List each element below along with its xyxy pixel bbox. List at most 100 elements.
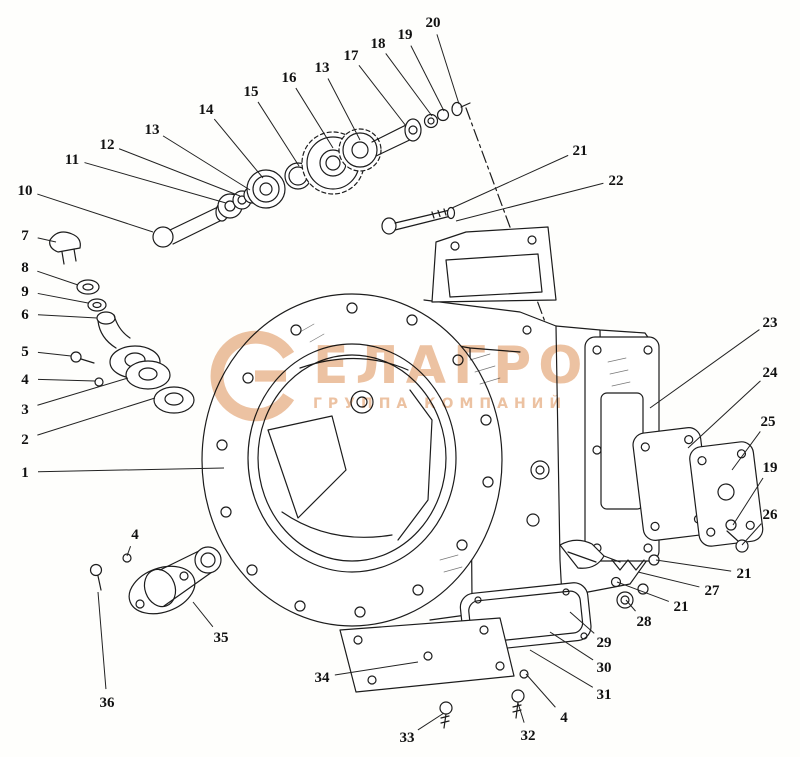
callout-leader-30-part-21 [616,581,670,602]
callout-label-20-part-1: 1 [21,465,29,481]
callout-leader-5-part-16 [295,87,334,149]
callout-label-41-part-4: 4 [131,527,139,543]
callout-label-10-part-11: 11 [65,152,79,168]
callout-leader-40-part-35 [192,601,214,628]
callout-label-0-part-20: 20 [426,15,441,31]
callout-leader-34-part-31 [529,649,594,688]
callout-leader-38-part-34 [334,661,419,676]
shading-hatches [299,323,631,573]
callout-leader-37-part-33 [417,712,445,731]
callout-label-28-part-21: 21 [737,566,752,582]
callout-label-34-part-31: 31 [597,687,612,703]
callout-leader-9-part-12 [118,148,241,197]
callout-label-30-part-21: 21 [674,599,689,615]
callout-leader-11-part-10 [37,193,154,233]
callout-label-24-part-24: 24 [763,365,779,381]
washer-19-right [725,519,737,531]
callout-label-21-part-21: 21 [573,143,588,159]
side-cover-25 [689,441,764,547]
callout-leader-27-part-26 [741,523,762,546]
callout-label-37-part-33: 33 [400,730,415,746]
callout-label-12-part-7: 7 [21,228,29,244]
callout-leader-3-part-17 [358,64,407,127]
bolt-32 [511,689,525,719]
callout-label-5-part-16: 16 [282,70,298,86]
callout-leader-33-part-30 [549,631,594,661]
callout-label-4-part-13: 13 [315,60,330,76]
washer-18 [423,113,439,129]
callout-label-8-part-13: 13 [145,122,160,138]
pin-4-left [122,553,132,563]
callout-label-39-part-36: 36 [100,695,116,711]
callout-leader-15-part-6 [37,314,98,319]
callout-label-3-part-17: 17 [344,48,360,64]
bolt-21-long [381,206,456,235]
bolt-5 [70,351,95,364]
callout-leader-10-part-11 [84,162,227,204]
bolt-20 [451,101,471,117]
callout-label-26-part-19: 19 [763,460,778,476]
callout-label-6-part-15: 15 [244,84,259,100]
bolt-33 [439,701,453,729]
callout-label-40-part-35: 35 [214,630,229,646]
filler-tube-6 [96,311,161,379]
callout-leader-21-part-21 [451,154,569,209]
callout-label-15-part-6: 6 [21,307,29,323]
callout-label-35-part-4: 4 [560,710,568,726]
callout-leader-36-part-32 [517,702,525,723]
axis-line [465,107,549,331]
callout-leader-35-part-4 [525,673,556,708]
callout-leader-31-part-28 [625,599,636,612]
spring-27 [611,559,645,571]
callout-label-29-part-27: 27 [705,583,721,599]
callout-leader-14-part-9 [37,292,89,304]
callout-leader-4-part-13 [327,78,361,141]
callout-leader-19-part-2 [37,397,156,436]
callout-leader-23-part-23 [649,329,760,409]
bottom-plate-34 [339,617,515,693]
callout-label-19-part-2: 2 [21,432,29,448]
bolt-36 [89,563,103,591]
callout-leader-12-part-7 [37,237,57,243]
washer-8 [76,279,100,295]
callout-leader-16-part-5 [37,351,72,357]
callout-leader-18-part-3 [37,377,129,406]
callout-leader-25-part-25 [731,431,761,471]
callout-leader-13-part-8 [37,270,79,286]
shaft-assembly [152,101,471,248]
callout-label-22-part-22: 22 [609,173,624,189]
callout-leader-41-part-4 [126,546,132,557]
callout-label-16-part-5: 5 [21,344,29,360]
callout-leader-29-part-27 [637,571,700,588]
callout-leader-22-part-22 [455,182,604,222]
breather-cap-7 [49,231,81,265]
callout-label-14-part-9: 9 [21,284,29,300]
callout-label-9-part-12: 12 [100,137,115,153]
callout-leader-6-part-15 [257,101,300,167]
callout-label-7-part-14: 14 [199,102,215,118]
callout-leader-26-part-19 [732,477,764,526]
stud-4-left [94,377,104,387]
shaft-17 [371,118,422,157]
callout-label-38-part-34: 34 [315,670,331,686]
callout-label-27-part-26: 26 [763,507,779,523]
sleeve-35 [128,546,222,615]
flange-3 [125,360,171,390]
ring-9 [87,298,107,312]
gasket-2 [153,386,195,414]
callout-label-36-part-32: 32 [521,728,536,744]
callout-leader-8-part-13 [162,135,251,191]
housing-top-bracket [431,226,557,335]
callout-label-2-part-18: 18 [371,36,386,52]
callout-label-17-part-4: 4 [21,372,29,388]
callout-label-1-part-19: 19 [398,27,413,43]
callout-label-32-part-29: 29 [597,635,612,651]
callout-leader-0-part-20 [436,34,460,105]
callout-label-31-part-28: 28 [637,614,652,630]
callout-leader-32-part-29 [569,611,595,634]
callout-label-25-part-25: 25 [761,414,776,430]
gear-13-rear [338,128,382,172]
